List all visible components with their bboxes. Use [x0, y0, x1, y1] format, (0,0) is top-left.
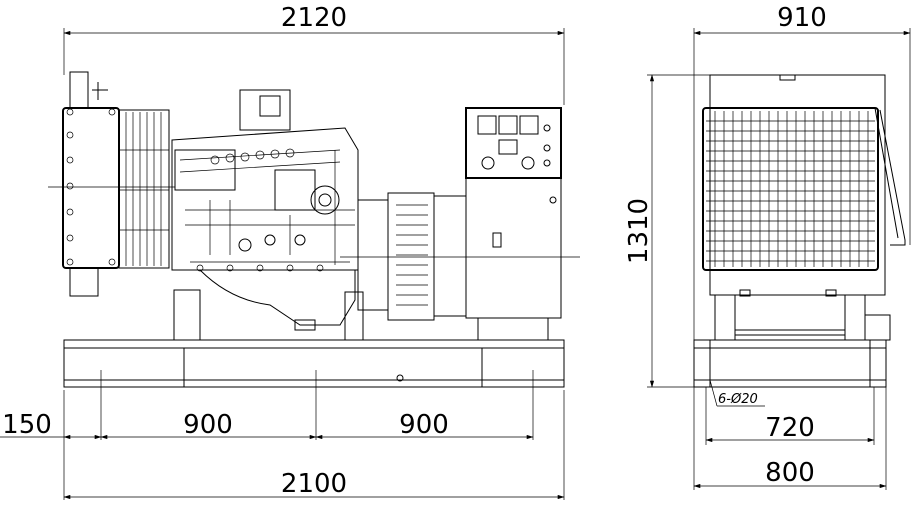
label-overall-width: 910	[777, 3, 827, 33]
dim-base-length: 2100	[63, 469, 565, 500]
label-mount-width: 720	[765, 413, 815, 443]
base-frame	[63, 339, 565, 388]
dim-base-width: 800	[693, 387, 887, 490]
label-end-offset: 150	[2, 410, 52, 440]
end-supports	[714, 289, 891, 341]
dim-mounting-holes: 150 900 900	[0, 370, 565, 500]
radiator-grille	[702, 107, 879, 271]
end-view: 1310 910 6-Ø20 720 800	[624, 3, 911, 490]
hole-callout: 6-Ø20	[709, 379, 765, 407]
dim-mount-width: 720	[705, 387, 875, 445]
dim-overall-width: 910	[693, 3, 911, 340]
label-mount-spacing-2: 900	[399, 410, 449, 440]
radiator	[48, 71, 175, 297]
end-base-frame	[693, 339, 887, 388]
label-height: 1310	[624, 198, 654, 264]
dim-height: 1310	[624, 74, 712, 388]
dim-overall-length: 2120	[63, 3, 565, 105]
side-view: 2120 150 900 900 2100	[0, 3, 580, 500]
engine	[171, 89, 364, 341]
control-panel	[465, 107, 562, 179]
label-base-length: 2100	[281, 469, 347, 499]
label-base-width: 800	[765, 458, 815, 488]
label-mount-spacing-1: 900	[183, 410, 233, 440]
alternator	[433, 177, 562, 341]
label-hole-note: 6-Ø20	[718, 392, 758, 407]
label-overall-length: 2120	[281, 3, 347, 33]
flywheel-housing	[340, 192, 580, 321]
